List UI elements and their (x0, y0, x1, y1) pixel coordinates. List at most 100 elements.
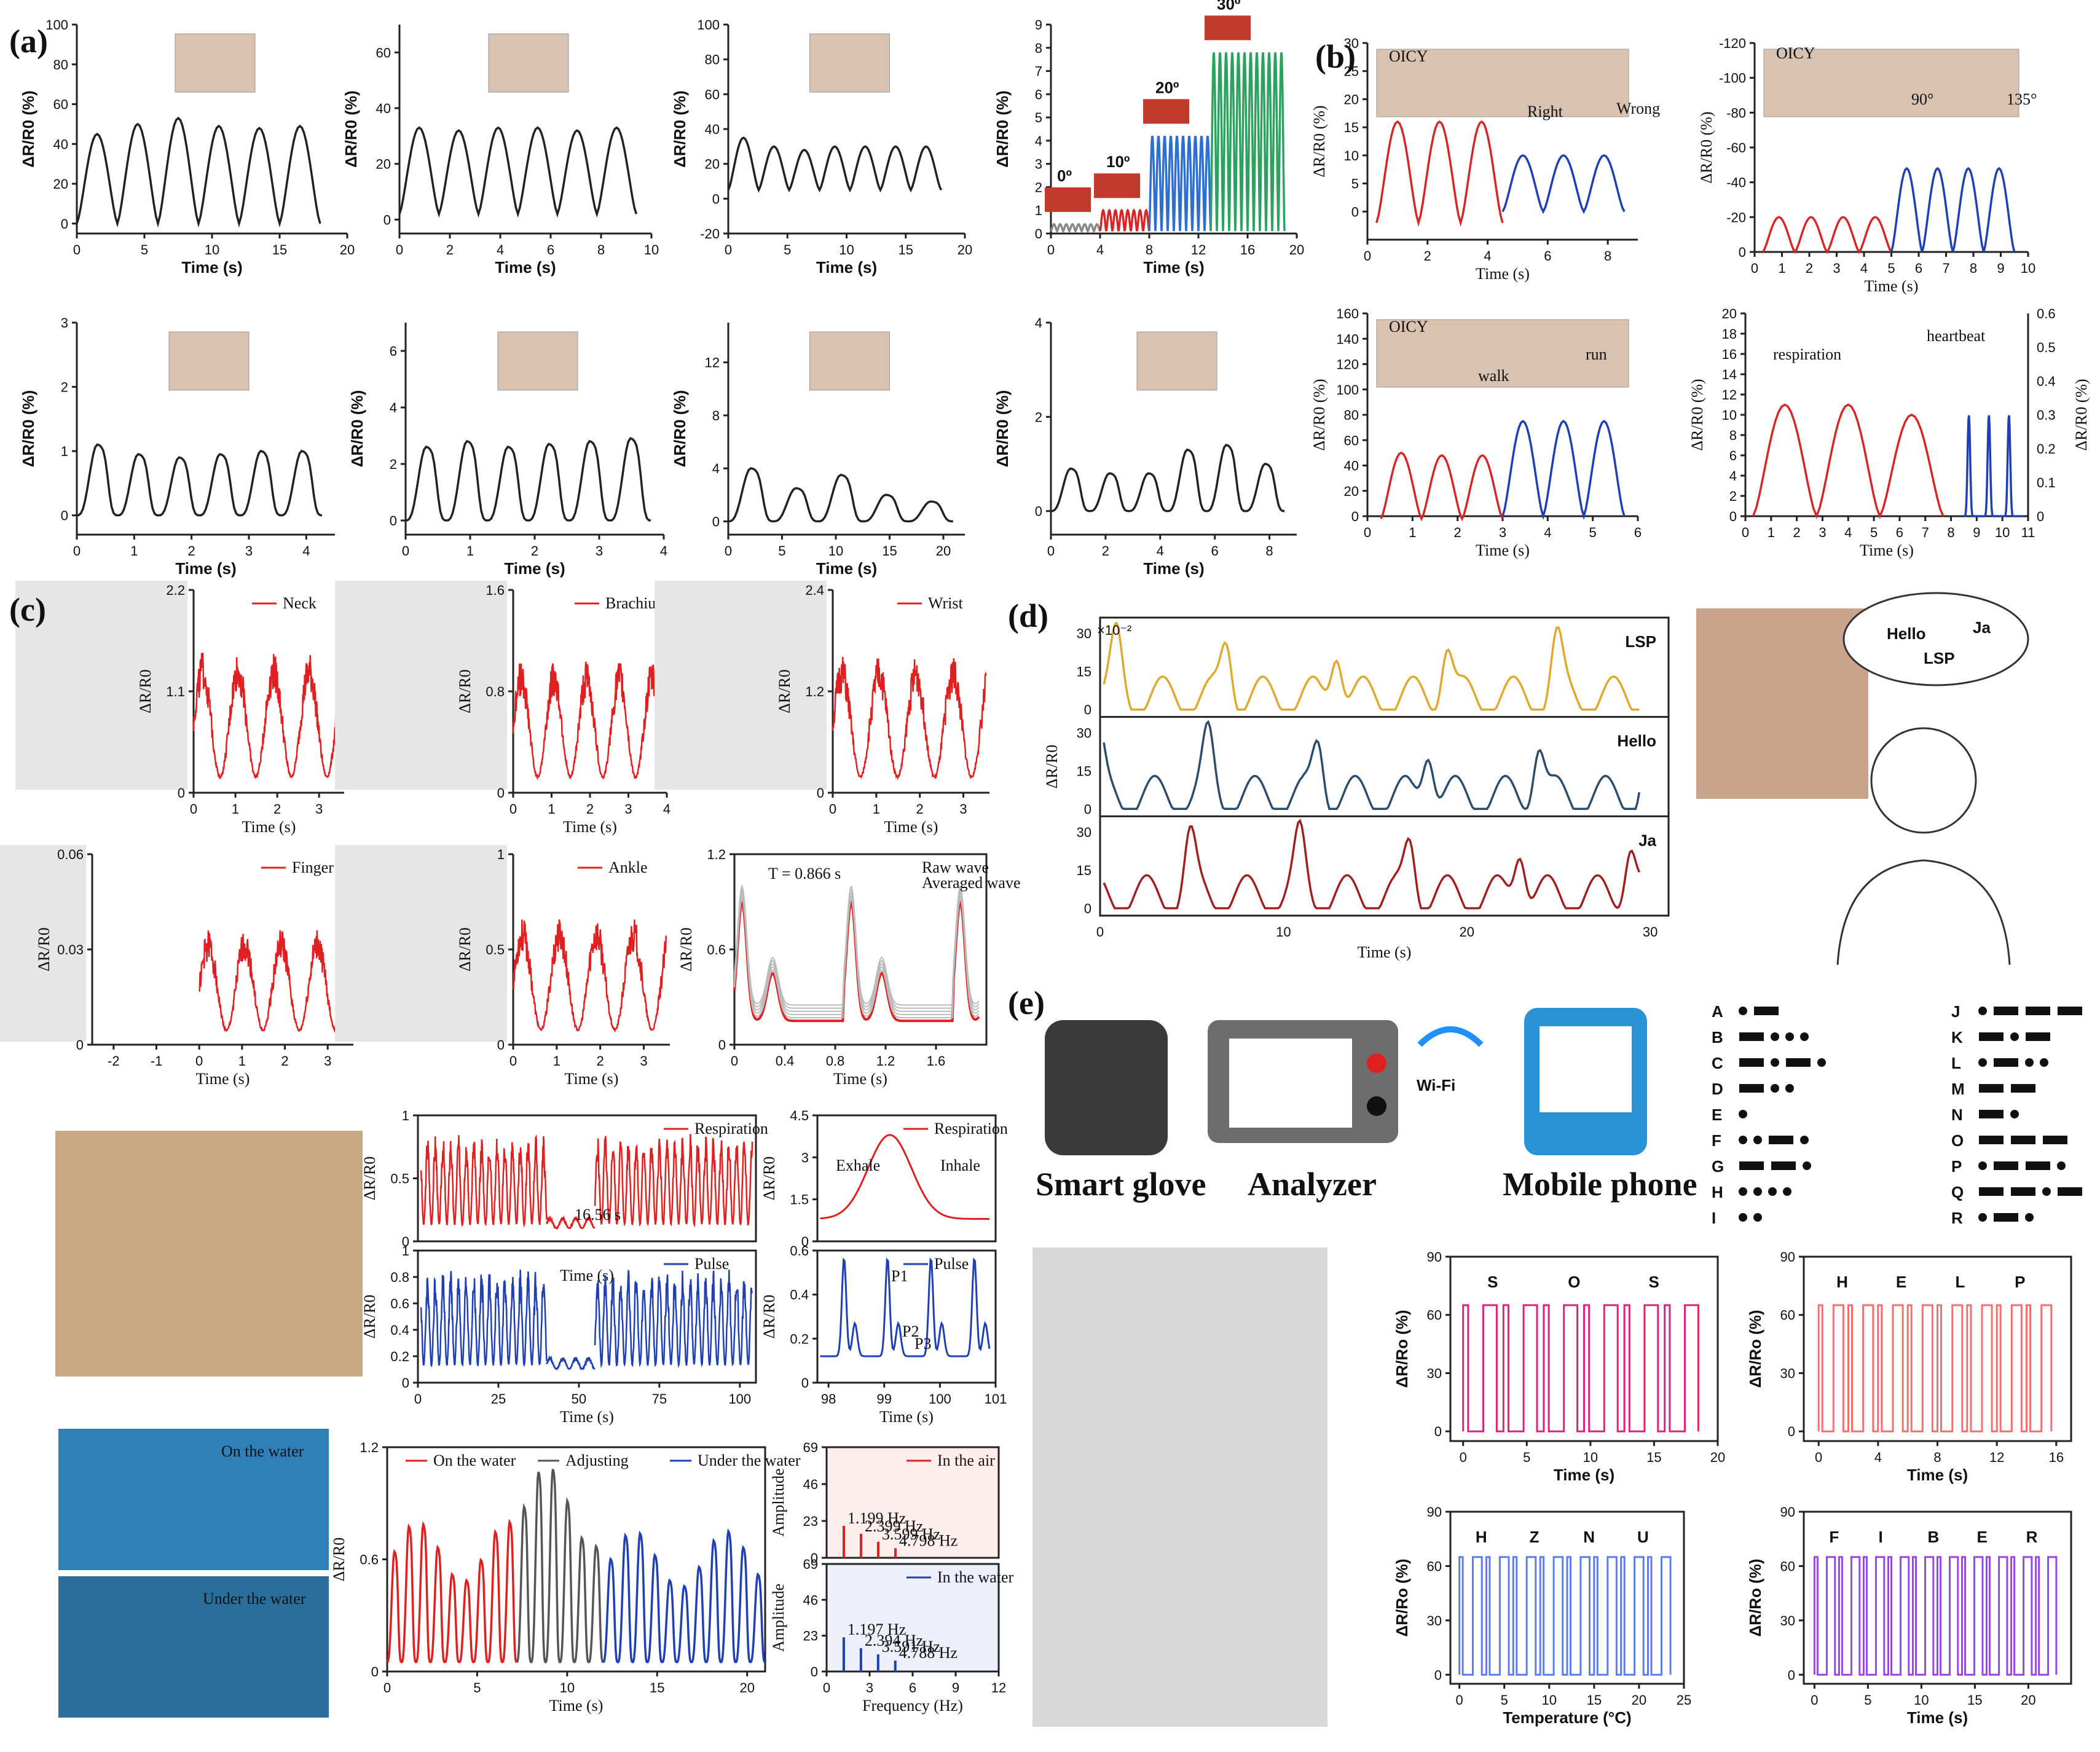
angle-label: 10º (1106, 152, 1130, 171)
y2-tick-label: 0.3 (2037, 407, 2056, 423)
morse-letter-label: H (1476, 1528, 1487, 1546)
x-tick-label: 0 (1742, 525, 1749, 540)
y-tick-label: 0 (371, 1664, 379, 1679)
x-axis-label: Time (s) (1143, 258, 1204, 277)
y-tick-label: 80 (705, 52, 720, 68)
x-tick-label: 0.8 (826, 1053, 845, 1069)
y-axis-label: ΔR/R0 (35, 927, 53, 972)
y-axis-label: ΔR/R0 (%) (1697, 111, 1715, 183)
y-tick-label: 0 (61, 508, 68, 524)
morse-dash (1994, 1058, 2018, 1067)
y-tick-label: 80 (1344, 407, 1359, 423)
y-tick-label: 15 (1077, 763, 1091, 779)
morse-dot (1739, 1187, 1747, 1196)
y-axis-label: ΔR/Ro (%) (1393, 1310, 1411, 1388)
x-tick-label: 0 (1047, 242, 1055, 257)
x-tick-label: 99 (877, 1391, 892, 1407)
y-tick-label: 0 (1351, 204, 1359, 219)
y-tick-label: 0.4 (390, 1322, 409, 1338)
morse-dash (2026, 1007, 2050, 1015)
x-tick-label: 9 (952, 1680, 959, 1695)
y-tick-label: 140 (1336, 331, 1359, 347)
y-tick-label: 20 (1722, 306, 1737, 321)
y-tick-label: 1.1 (166, 684, 185, 699)
body-photo (0, 845, 86, 1042)
morse-letter: M (1951, 1080, 1965, 1098)
morse-dash (2011, 1136, 2035, 1144)
y-axis-label: ΔR/R0 (456, 927, 474, 972)
peak-label: 3.591 Hz (882, 1638, 940, 1656)
plot-frame (1449, 1255, 1719, 1442)
y-tick-label: -60 (1726, 140, 1746, 155)
y-tick-label: 20 (376, 157, 391, 172)
morse-dot (1753, 1213, 1762, 1222)
morse-letter-label: S (1648, 1273, 1659, 1291)
morse-letter: J (1951, 1002, 1960, 1021)
y-tick-label: 0.5 (390, 1171, 409, 1187)
morse-dash (1979, 1032, 2004, 1041)
x-tick-label: 0 (1096, 924, 1104, 940)
y-tick-label: 8 (1729, 428, 1737, 443)
y-tick-label: 4 (390, 400, 397, 415)
y-tick-label: -120 (1719, 36, 1746, 51)
morse-letter-label: F (1829, 1528, 1839, 1546)
y-tick-label: 60 (1780, 1558, 1795, 1574)
y-tick-label: 0.6 (360, 1552, 379, 1568)
x-tick-label: 0 (1455, 1692, 1463, 1708)
signal-line (76, 116, 321, 228)
deg135-label: 135° (2007, 90, 2037, 108)
x-tick-label: 10 (828, 543, 843, 559)
y-tick-label: 2 (1035, 409, 1042, 425)
y2-tick-label: 0.2 (2037, 441, 2056, 457)
x-axis-label: Time (s) (1476, 541, 1530, 559)
x-tick-label: 20 (739, 1680, 754, 1695)
morse-letter: E (1712, 1106, 1722, 1124)
cartoon-head (1870, 727, 1977, 834)
gap-label: 16.56 s (575, 1206, 621, 1224)
morse-dash (2026, 1161, 2050, 1170)
y-tick-label: 6 (390, 344, 397, 359)
y-tick-label: 0 (1788, 1667, 1795, 1683)
x-axis-label: Time (s) (181, 258, 242, 277)
y2-axis-label: ΔR/R0 (%) (2072, 379, 2090, 450)
y-tick-label: 46 (803, 1477, 818, 1492)
y-axis-label: Amplitude (769, 1584, 787, 1652)
raw-wave-line (734, 884, 980, 1006)
y-tick-label: 23 (803, 1514, 818, 1529)
segment-line (602, 1528, 766, 1664)
x-tick-label: 6 (1211, 543, 1219, 559)
x-axis-label: Time (s) (884, 818, 938, 836)
plot-frame (1803, 1510, 2072, 1685)
peak-label: 1.197 Hz (847, 1620, 906, 1638)
x-tick-label: 5 (1887, 261, 1895, 276)
morse-dash (1754, 1007, 1779, 1015)
wifi-icon (1417, 1026, 1484, 1047)
run-label: run (1586, 345, 1607, 363)
y-tick-label: 5 (1035, 110, 1042, 125)
sensor-photo (809, 33, 890, 93)
x-tick-label: 6 (1915, 261, 1922, 276)
y-axis-label: Amplitude (769, 1468, 787, 1536)
x-tick-label: 10 (1914, 1692, 1929, 1708)
y-tick-label: 0 (1351, 509, 1359, 524)
morse-dot (1978, 1007, 1987, 1015)
finger-photo (1045, 187, 1091, 212)
x-axis-label: Time (s) (816, 258, 877, 277)
x-tick-label: 1 (873, 801, 880, 817)
y-tick-label: 0 (76, 1037, 84, 1053)
plot-frame (825, 1446, 1000, 1559)
morse-letter: R (1951, 1209, 1963, 1227)
y-tick-label: 16 (1722, 347, 1737, 362)
morse-letter-label: N (1583, 1528, 1595, 1546)
y-tick-label: 0 (811, 1550, 818, 1566)
morse-letter-label: U (1637, 1528, 1649, 1546)
morse-dot (1771, 1058, 1779, 1067)
x-axis-label: Time (s) (1358, 943, 1412, 961)
